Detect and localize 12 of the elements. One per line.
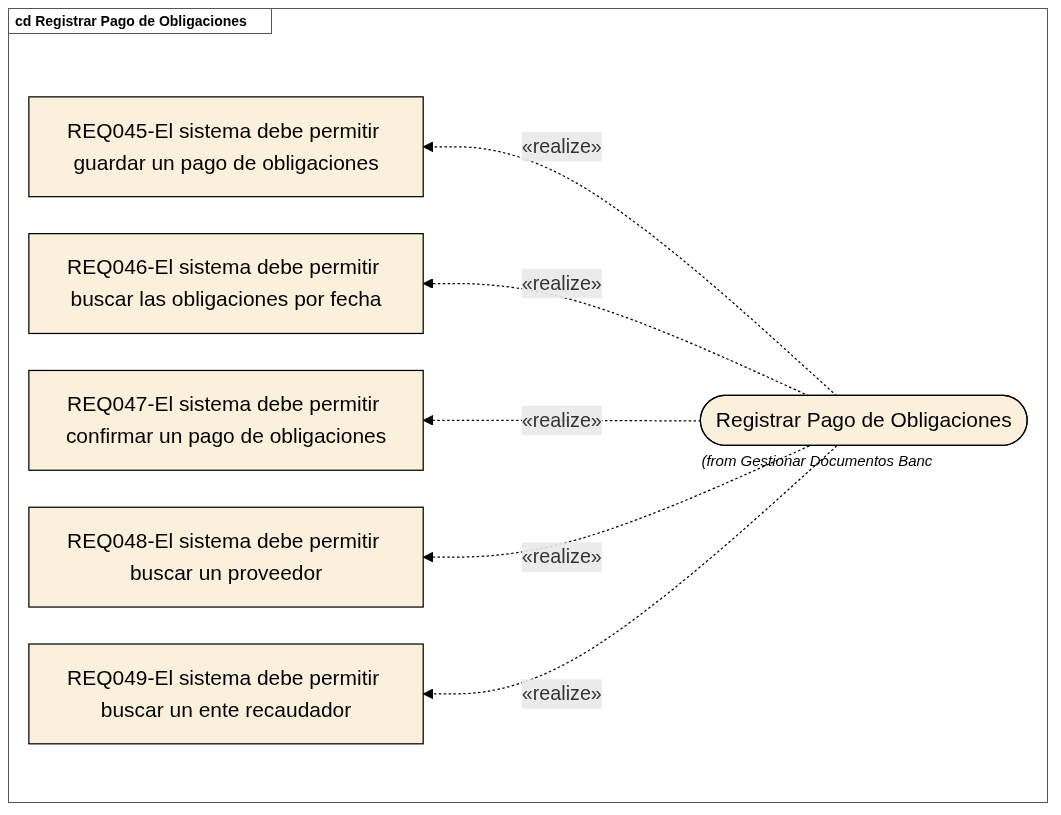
edge-label: «realize» (521, 546, 602, 568)
edge-label: «realize» (521, 272, 602, 294)
node-box: REQ046-El sistema debe permitir buscar las obligaciones por fecha (28, 233, 424, 335)
edge-label: «realize» (521, 135, 602, 157)
edge-label: «realize» (521, 682, 602, 704)
node-box: REQ045-El sistema debe permitir guardar un pago de obligaciones (28, 96, 424, 198)
edge-label: «realize» (521, 409, 602, 431)
node-box: REQ049-El sistema debe permitir buscar un ente recaudador (28, 643, 424, 745)
node-box: REQ048-El sistema debe permitir buscar un proveedor (28, 506, 424, 608)
package-note: (from Gestionar Documentos Banc (701, 452, 933, 470)
frame-title: cd Registrar Pago de Obligaciones (9, 9, 272, 34)
node-box: REQ047-El sistema debe permitir confirmar un pago de obligaciones (28, 369, 424, 472)
